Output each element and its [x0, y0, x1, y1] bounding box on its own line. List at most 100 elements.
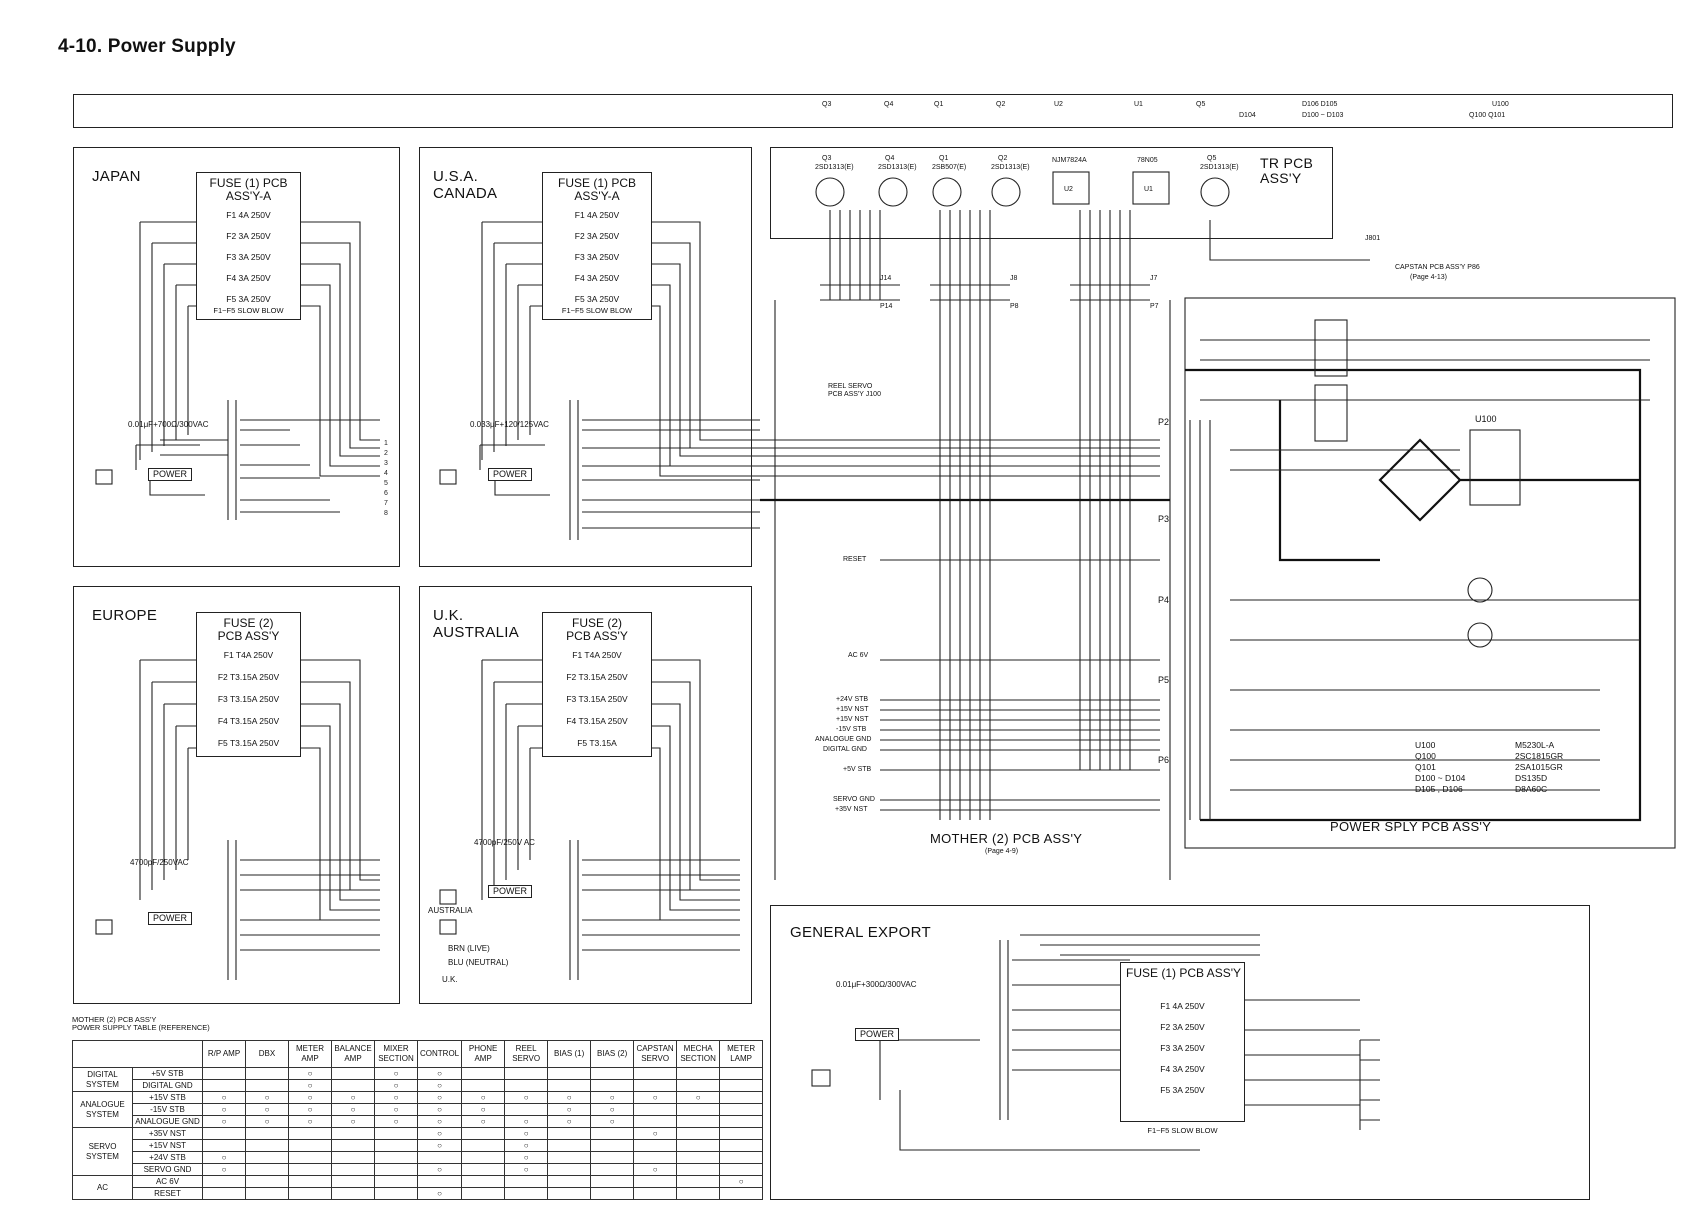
table-mark: ○: [416, 1103, 463, 1116]
table-cell: [245, 1079, 289, 1092]
table-cell: [547, 1175, 592, 1188]
table-mark: ○: [633, 1163, 678, 1176]
table-row: ANALOGUE GND○○○○○○○○○○: [73, 1115, 764, 1128]
table-heading-line: POWER SUPPLY TABLE (REFERENCE): [72, 1023, 210, 1032]
table-cell: [504, 1067, 549, 1080]
table-cell: [547, 1163, 592, 1176]
tr-part-type: 78N05: [1137, 157, 1158, 164]
table-cell: [331, 1163, 375, 1176]
mother-connector: P2: [1158, 417, 1170, 427]
signal-label: SERVO GND: [833, 796, 875, 803]
tr-part-type: 2SD1313(E): [815, 164, 854, 171]
header-label: D106 D105: [1302, 101, 1338, 108]
ic-label: U100: [1475, 414, 1497, 424]
tr-part: Q5: [1207, 155, 1217, 162]
table-mark: ○: [590, 1115, 635, 1128]
part-ref: U100: [1415, 740, 1436, 750]
header-label: Q100 Q101: [1469, 112, 1506, 119]
table-supply-label: +15V NST: [132, 1139, 203, 1152]
tr-pcb-title-line: ASS'Y: [1260, 170, 1302, 186]
mother-pcb-title: MOTHER (2) PCB ASS'Y: [930, 831, 1083, 846]
fuse-row: F1 T4A 250V: [223, 650, 274, 660]
fuse-row: F3 3A 250V: [1160, 1043, 1205, 1053]
connector-label: P8: [1010, 303, 1019, 310]
header-label: Q4: [884, 101, 894, 108]
table-supply-label: +24V STB: [132, 1151, 203, 1164]
header-label: D104: [1239, 112, 1256, 119]
table-mark: ○: [416, 1079, 463, 1092]
table-mark: ○: [504, 1163, 549, 1176]
table-cell: [676, 1139, 721, 1152]
signal-label: AC 6V: [848, 652, 869, 659]
table-group-label: DIGITAL SYSTEM: [72, 1067, 133, 1092]
table-cell: [547, 1139, 592, 1152]
table-row: SERVO SYSTEM+35V NST○○○: [72, 1127, 764, 1176]
table-mark: ○: [590, 1103, 635, 1116]
table-supply-label: +15V STB: [132, 1091, 203, 1104]
table-col-header: REEL SERVO: [504, 1040, 549, 1068]
table-cell: [374, 1163, 418, 1176]
part-ref: D100 ~ D104: [1415, 773, 1466, 783]
table-cell: [331, 1151, 375, 1164]
connector-label: J14: [880, 275, 892, 282]
connector-label: P14: [880, 303, 893, 310]
table-cell: [633, 1103, 678, 1116]
table-cell: [461, 1079, 506, 1092]
table-corner: [72, 1040, 203, 1068]
table-cell: [590, 1139, 635, 1152]
table-mark: ○: [288, 1103, 332, 1116]
fuse-row: F2 3A 250V: [574, 231, 620, 241]
neutral-label: BLU (NEUTRAL): [448, 958, 509, 967]
table-mark: ○: [590, 1091, 635, 1104]
region-label-line: AUSTRALIA: [433, 624, 520, 641]
pin-label: 4: [384, 470, 388, 477]
tr-part: Q4: [885, 155, 895, 162]
table-mark: ○: [245, 1091, 289, 1104]
table-mark: ○: [416, 1187, 463, 1200]
connector-label: J8: [1010, 275, 1018, 282]
table-row: RESET○: [73, 1187, 764, 1200]
table-cell: [461, 1139, 506, 1152]
table-mark: ○: [331, 1103, 375, 1116]
cap-note: 0.01μF+300Ω/300VAC: [836, 980, 917, 989]
uk-panel: [419, 586, 752, 1004]
table-mark: ○: [633, 1091, 678, 1104]
table-mark: ○: [374, 1115, 418, 1128]
table-mark: ○: [202, 1151, 246, 1164]
page-title: 4-10. Power Supply: [58, 36, 236, 57]
table-mark: ○: [416, 1115, 463, 1128]
usa-panel: [419, 147, 752, 567]
table-mark: ○: [547, 1115, 592, 1128]
table-cell: [202, 1187, 246, 1200]
table-cell: [719, 1163, 764, 1176]
region-label-line: U.K.: [433, 607, 464, 624]
fuse-title-line: ASS'Y-A: [225, 189, 272, 203]
japan-wiring: [95, 221, 380, 520]
connector-label: J7: [1150, 275, 1158, 282]
table-cell: [590, 1175, 635, 1188]
fuse-title-line: FUSE (2): [571, 616, 622, 630]
bus-wiring: [760, 210, 1370, 880]
table-mark: ○: [461, 1091, 506, 1104]
tr-pcb-panel: [770, 147, 1333, 239]
fuse-row: F5 T3.15A: [577, 738, 617, 748]
table-cell: [331, 1187, 375, 1200]
signal-label: +15V NST: [836, 716, 869, 723]
table-supply-label: DIGITAL GND: [132, 1079, 203, 1092]
live-label: BRN (LIVE): [448, 944, 490, 953]
signal-label: +15V NST: [836, 706, 869, 713]
power-switch: POWER: [148, 912, 193, 925]
table-mark: ○: [504, 1127, 549, 1140]
table-cell: [633, 1067, 678, 1080]
table-cell: [676, 1079, 721, 1092]
table-cell: [288, 1187, 332, 1200]
tr-part-type: NJM7824A: [1052, 157, 1087, 164]
table-cell: [461, 1151, 506, 1164]
table-cell: [676, 1175, 721, 1188]
mother-connector: P6: [1158, 755, 1170, 765]
table-cell: [245, 1163, 289, 1176]
